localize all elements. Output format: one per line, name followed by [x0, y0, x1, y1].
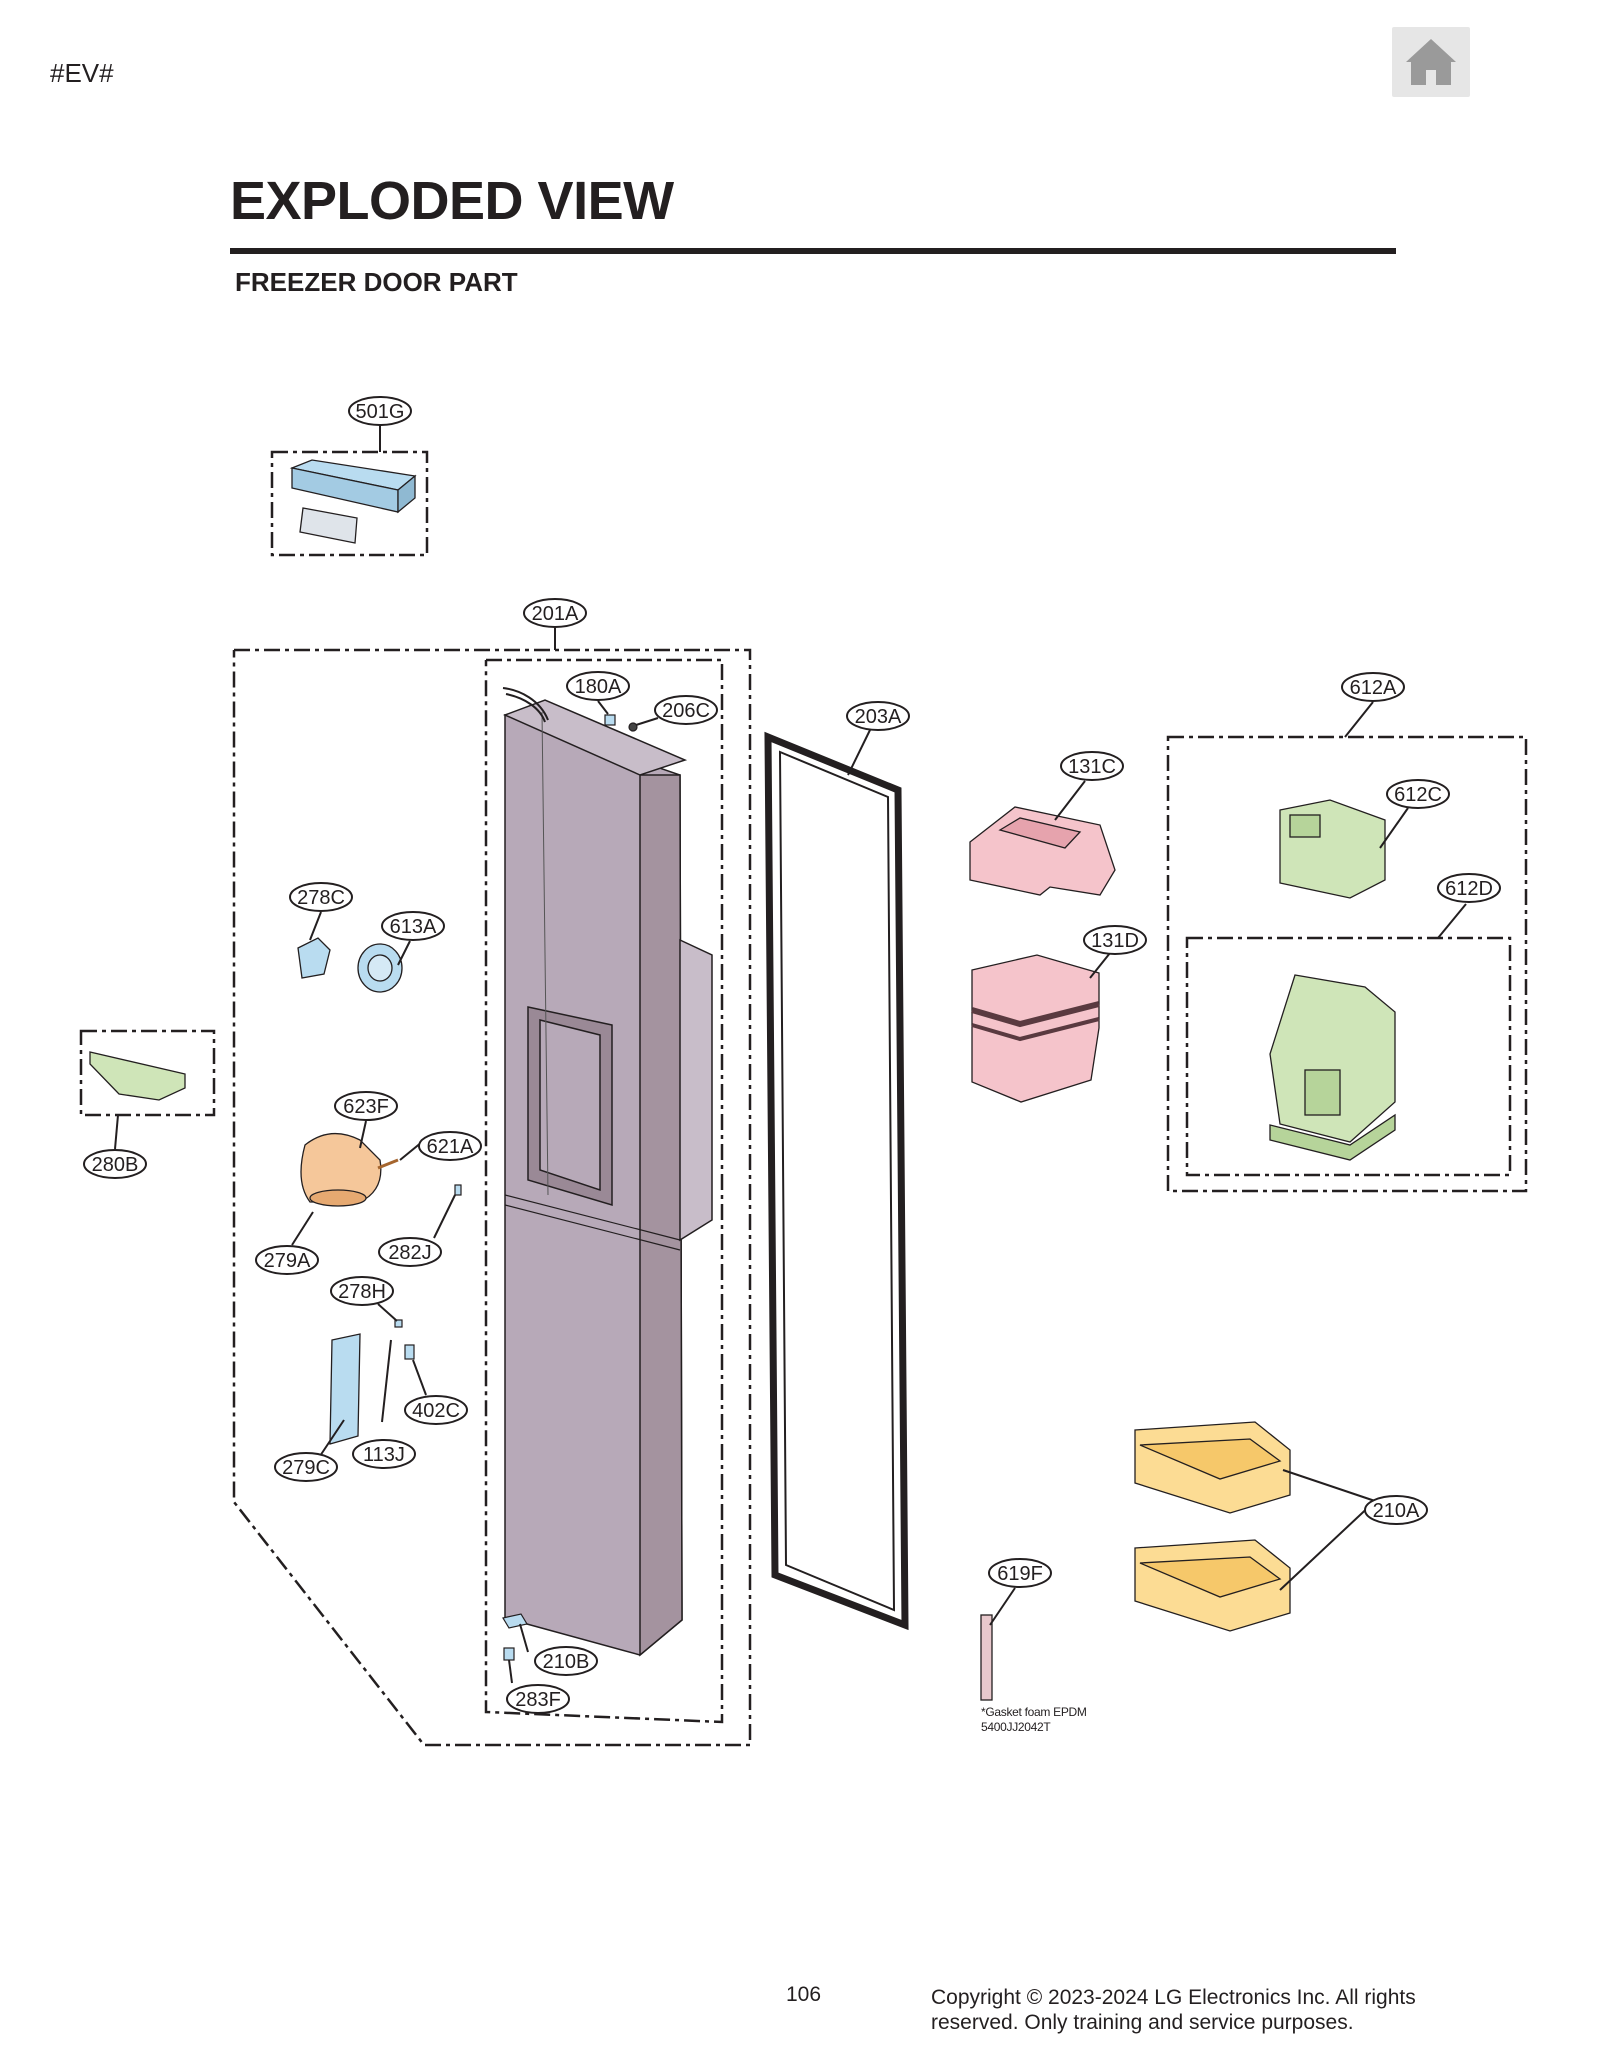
page-tag: #EV# [50, 58, 114, 88]
callout-279A: 279A [255, 1245, 319, 1275]
group-box-501G [270, 450, 429, 557]
copyright-notice: Copyright © 2023-2024 LG Electronics Inc… [931, 1986, 1416, 2034]
callout-612D: 612D [1437, 873, 1501, 903]
small-fasteners [381, 1184, 462, 1423]
svg-text:623F: 623F [343, 1096, 389, 1118]
svg-text:613A: 613A [390, 916, 437, 938]
door-baskets [1134, 1421, 1291, 1632]
callout-613A: 613A [381, 911, 445, 941]
page-number: 106 [786, 1983, 822, 2006]
svg-text:201A: 201A [532, 603, 579, 625]
gasket-foam-part [980, 1614, 993, 1701]
callout-612C: 612C [1386, 779, 1450, 809]
callout-283F: 283F [506, 1684, 570, 1714]
callout-612A: 612A [1341, 672, 1405, 702]
gasket-note-line1: *Gasket foam EPDM [981, 1705, 1087, 1719]
callout-201A: 201A [523, 598, 587, 628]
title-rule [230, 248, 1396, 254]
group-box-201A-inner [484, 658, 724, 1724]
orange-part [300, 1133, 399, 1207]
door-gasket [764, 731, 909, 1631]
svg-text:619F: 619F [997, 1563, 1043, 1585]
callout-619F: 619F [988, 1558, 1052, 1588]
group-box-280B [79, 1029, 216, 1117]
svg-text:501G: 501G [356, 401, 405, 423]
page-title: EXPLODED VIEW [230, 171, 674, 231]
left-small-parts [89, 937, 403, 1101]
svg-text:113J: 113J [363, 1444, 405, 1466]
callout-206C: 206C [654, 695, 718, 725]
home-icon [1406, 39, 1456, 85]
pink-bin-part [971, 954, 1100, 1103]
svg-text:210B: 210B [543, 1651, 590, 1673]
svg-text:278C: 278C [297, 887, 345, 909]
svg-text:621A: 621A [427, 1136, 474, 1158]
svg-text:282J: 282J [388, 1242, 431, 1264]
callout-210B: 210B [534, 1646, 598, 1676]
callout-280B: 280B [83, 1149, 147, 1179]
callout-180A: 180A [566, 671, 630, 701]
group-box-612D [1185, 936, 1512, 1177]
dispenser-cover-part [289, 459, 417, 544]
svg-text:612A: 612A [1350, 677, 1397, 699]
svg-text:210A: 210A [1373, 1500, 1420, 1522]
callout-278H: 278H [330, 1276, 394, 1306]
svg-text:612D: 612D [1445, 878, 1493, 900]
svg-text:280B: 280B [92, 1154, 139, 1176]
callout-203A: 203A [846, 701, 910, 731]
svg-text:279A: 279A [264, 1250, 311, 1272]
svg-text:278H: 278H [338, 1281, 386, 1303]
svg-text:131D: 131D [1091, 930, 1139, 952]
svg-text:612C: 612C [1394, 784, 1442, 806]
sensor-part [604, 714, 638, 732]
callout-131D: 131D [1083, 925, 1147, 955]
callout-278C: 278C [289, 882, 353, 912]
svg-text:180A: 180A [575, 676, 622, 698]
callout-402C: 402C [404, 1395, 468, 1425]
ice-bin-bracket-part [1269, 974, 1396, 1161]
svg-text:279C: 279C [282, 1457, 330, 1479]
door-wiring [502, 687, 549, 723]
freezer-door [503, 699, 713, 1657]
svg-text:206C: 206C [662, 700, 710, 722]
section-title: FREEZER DOOR PART [235, 267, 518, 297]
home-button[interactable] [1392, 27, 1470, 97]
callout-279C: 279C [274, 1452, 338, 1482]
callout-623F: 623F [334, 1091, 398, 1121]
gasket-note-line2: 5400JJ2042T [981, 1720, 1051, 1734]
callout-621A: 621A [418, 1131, 482, 1161]
svg-text:283F: 283F [515, 1689, 561, 1711]
blue-cover-part [329, 1333, 361, 1445]
callout-131C: 131C [1060, 751, 1124, 781]
svg-text:402C: 402C [412, 1400, 460, 1422]
pink-cover-part [969, 806, 1116, 896]
group-box-612A [1166, 735, 1528, 1193]
group-box-201A-outer [232, 648, 752, 1747]
callout-210A: 210A [1364, 1495, 1428, 1525]
leader-lines [114, 425, 1467, 1684]
callout-113J: 113J [352, 1439, 416, 1469]
svg-text:203A: 203A [855, 706, 902, 728]
callout-282J: 282J [378, 1237, 442, 1267]
svg-text:131C: 131C [1068, 756, 1116, 778]
callout-501G: 501G [348, 396, 412, 426]
ice-maker-part [1279, 799, 1386, 899]
